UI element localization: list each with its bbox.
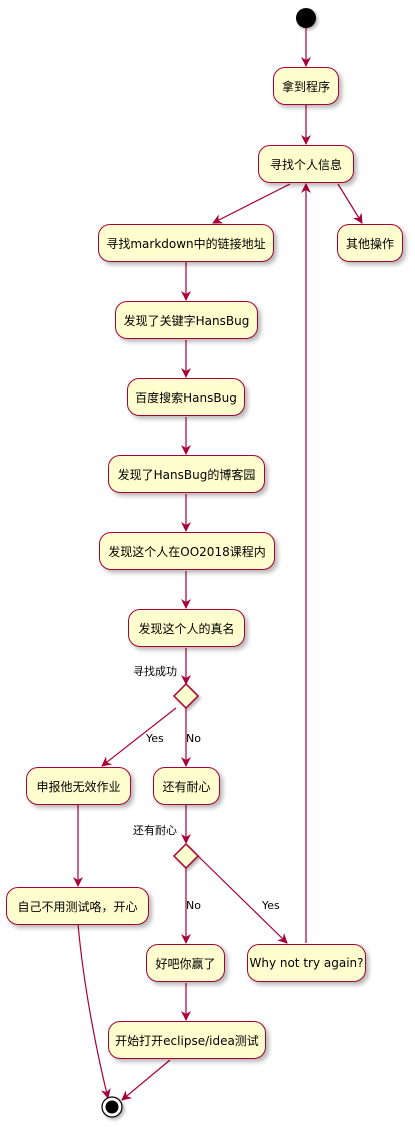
decision-still-patient	[172, 842, 200, 870]
edge-find-info-to-find-links	[212, 183, 291, 224]
edge-decision1-yes	[101, 707, 177, 767]
edge-decision2-yes	[197, 855, 288, 944]
edge-label-yes-2: Yes	[262, 899, 280, 912]
edge-notest-to-end	[77, 923, 111, 1099]
activity-find-links: 寻找markdown中的链接地址	[98, 224, 274, 262]
activity-find-info: 寻找个人信息	[258, 145, 354, 183]
edge-label-yes-1: Yes	[146, 732, 164, 745]
activity-found-course: 发现这个人在OO2018课程内	[99, 532, 275, 570]
decision-label-found-success: 寻找成功	[133, 665, 177, 678]
activity-found-name: 发现这个人的真名	[128, 609, 245, 647]
activity-found-keyword: 发现了关键字HansBug	[115, 301, 258, 339]
edge-eclipse-to-end	[121, 1059, 171, 1101]
activity-get-program: 拿到程序	[273, 67, 339, 105]
activity-no-test: 自己不用测试咯，开心	[6, 887, 149, 925]
edge-label-no-1: No	[186, 732, 201, 745]
activity-baidu-search: 百度搜索HansBug	[127, 378, 245, 416]
activity-give-up: 好吧你赢了	[146, 944, 225, 982]
decision-found-success	[172, 682, 200, 710]
decision-label-still-patient: 还有耐心	[133, 824, 177, 837]
edge-label-no-2: No	[186, 899, 201, 912]
activity-found-blog: 发现了HansBug的博客园	[108, 455, 265, 493]
activity-still-patient: 还有耐心	[153, 767, 220, 805]
end-node	[101, 1096, 123, 1118]
edge-find-info-to-other-ops	[337, 183, 363, 224]
activity-try-again: Why not try again?	[247, 944, 366, 982]
start-node	[296, 8, 316, 28]
activity-open-eclipse: 开始打开eclipse/idea测试	[108, 1021, 266, 1059]
activity-other-ops: 其他操作	[337, 224, 403, 262]
activity-report-invalid: 申报他无效作业	[26, 767, 131, 805]
